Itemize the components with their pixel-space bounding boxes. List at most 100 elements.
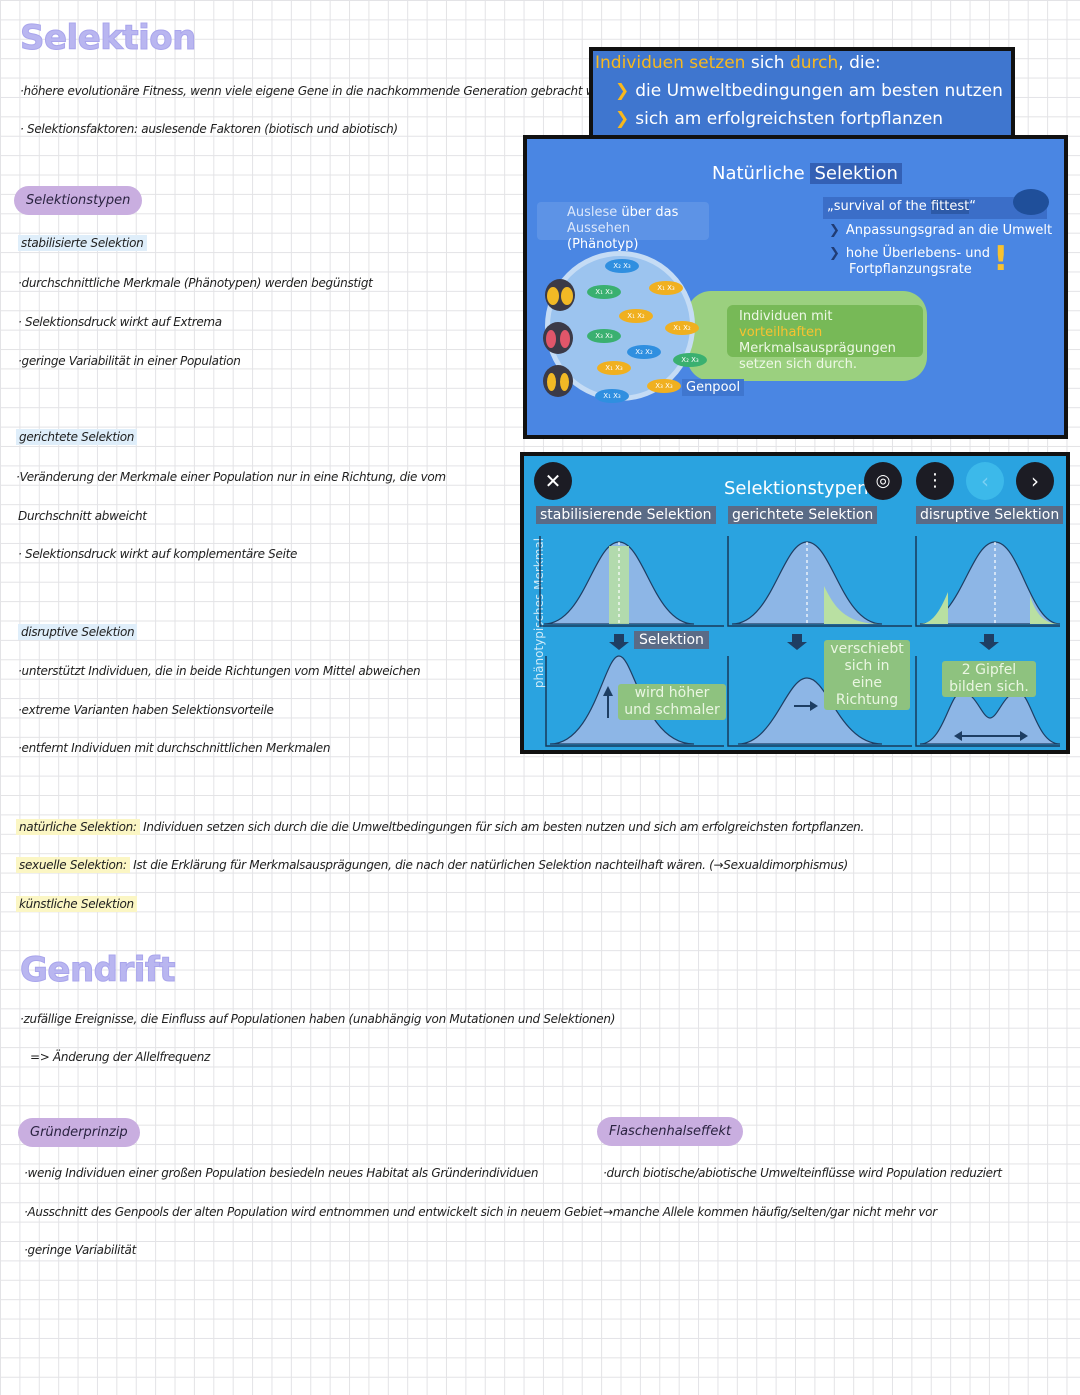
headline-bullet-2: ❯sich am erfolgreichsten fortpflanzen — [615, 109, 943, 129]
selection-types-title: Selektionstypen — [724, 478, 869, 499]
heading-stabil: stabilisierte Selektion — [18, 235, 147, 251]
note-stabil-1: ·durchschnittliche Merkmale (Phänotypen)… — [18, 276, 373, 290]
pill-gruender: Gründerprinzip — [18, 1118, 140, 1147]
allele-chip: X₃ X₃ — [587, 329, 621, 343]
note-flaschen-1: ·durch biotische/abiotische Umwelteinflü… — [603, 1166, 1002, 1180]
chevron-right-icon: ❯ — [829, 246, 840, 261]
note-gruender-2: ·Ausschnitt des Genpools der alten Popul… — [24, 1205, 603, 1219]
allele-chip: X₁ X₃ — [649, 281, 683, 295]
allele-chip: X₁ X₂ — [619, 309, 653, 323]
headline-part4: , die: — [838, 53, 881, 73]
sub-anpassung: ❯Anpassungsgrad an die Umwelt — [829, 223, 1052, 238]
bullet-2-text: sich am erfolgreichsten fortpflanzen — [635, 109, 944, 129]
headline-text: Individuen setzen sich durch, die: — [595, 53, 881, 73]
label-disruptiv: disruptive Selektion — [916, 506, 1064, 524]
note-stabil-3: ·geringe Variabilität in einer Populatio… — [18, 354, 241, 368]
selektion-title: Selektion — [20, 18, 197, 59]
note-disrupt-1: ·unterstützt Individuen, die in beide Ri… — [18, 664, 421, 678]
chevron-right-icon: ❯ — [615, 109, 630, 129]
headline-part3: durch — [789, 53, 839, 73]
heading-gericht: gerichtete Selektion — [16, 429, 138, 445]
more-icon[interactable]: ⋮ — [916, 462, 954, 500]
verschiebt-3: Richtung — [835, 692, 899, 708]
headline-part1: Individuen setzen — [595, 53, 746, 73]
note-disrupt-2: ·extreme Varianten haben Selektionsvorte… — [18, 703, 274, 717]
green-3: Merkmalsausprägungen — [739, 341, 896, 356]
speech-bubble-icon — [1013, 189, 1049, 215]
auslese-box: Auslese über das Aussehen (Phänotyp) — [537, 202, 709, 252]
note-faktoren: · Selektionsfaktoren: auslesende Faktore… — [20, 122, 398, 136]
headline-bullet-1: ❯die Umweltbedingungen am besten nutzen — [615, 81, 1003, 101]
axis-bot-1 — [545, 656, 724, 747]
note-gericht-1: ·Veränderung der Merkmale einer Populati… — [16, 470, 446, 484]
note-flaschen-2: →manche Allele kommen häufig/selten/gar … — [603, 1205, 937, 1219]
selektion-label: Selektion — [634, 631, 709, 649]
headline-banner — [589, 47, 1015, 139]
note-gruender-1: ·wenig Individuen einer großen Populatio… — [24, 1166, 539, 1180]
heading-stabil-text: stabilisierte Selektion — [18, 235, 147, 251]
arrow-right-icon — [810, 701, 818, 711]
hoeher-2: und schmaler — [624, 702, 720, 718]
auslese-2: über das — [617, 205, 679, 220]
chevron-right-icon: ❯ — [615, 81, 630, 101]
axis-top-2 — [727, 536, 912, 627]
note-gruender-3: ·geringe Variabilität — [24, 1243, 137, 1257]
arrow-left-icon — [954, 731, 962, 741]
allele-chip: X₂ X₂ — [627, 345, 661, 359]
text-sexuell: Ist die Erklärung für Merkmalsausprägung… — [129, 858, 848, 872]
close-icon[interactable]: ✕ — [534, 462, 572, 500]
heading-disrupt-text: disruptive Selektion — [18, 624, 138, 640]
term-natuerlich: natürliche Selektion: — [16, 819, 140, 835]
curve-bot-3 — [919, 691, 1061, 745]
verschiebt-2: sich in eine — [844, 658, 890, 691]
natural-selection-title: Natürliche Selektion — [712, 163, 902, 184]
sub-2a-text: hohe Überlebens- und — [845, 246, 991, 261]
verschiebt-1: verschiebt — [830, 641, 904, 657]
allele-chip: X₁ X₃ — [595, 389, 629, 403]
allele-chip: X₃ X₃ — [647, 379, 681, 393]
arrow-right-icon — [1020, 731, 1028, 741]
chevron-right-icon: ❯ — [829, 223, 840, 238]
headline-part2: sich — [745, 53, 790, 73]
hoeher-1: wird höher — [634, 685, 710, 701]
auslese-4: (Phänotyp) — [567, 237, 639, 252]
allele-chip: X₁ X₃ — [597, 361, 631, 375]
axis-bot-2 — [727, 656, 912, 747]
next-icon[interactable]: › — [1016, 462, 1054, 500]
note-kuenstlich: künstliche Selektion — [16, 896, 137, 912]
term-kuenstlich: künstliche Selektion — [16, 896, 137, 912]
title-part1: Natürliche — [712, 163, 811, 184]
arrow-down-icon — [979, 634, 999, 650]
pill-selektionstypen: Selektionstypen — [14, 186, 143, 215]
axis-bot-3 — [915, 656, 1060, 747]
note-gericht-2: · Selektionsdruck wirkt auf komplementär… — [18, 547, 298, 561]
allele-chip: X₁ X₂ — [665, 321, 699, 335]
survival-2: fittest — [930, 199, 970, 214]
auslese-3: Aussehen — [567, 221, 631, 236]
gipfel-1: 2 Gipfel — [961, 662, 1017, 678]
note-stabil-2: · Selektionsdruck wirkt auf Extrema — [18, 315, 222, 329]
natural-selection-panel: Natürliche Selektion Auslese über das Au… — [523, 135, 1068, 439]
prev-icon[interactable]: ‹ — [966, 462, 1004, 500]
heading-disrupt: disruptive Selektion — [18, 624, 138, 640]
green-box: Individuen mit vorteilhaften Merkmalsaus… — [727, 305, 923, 372]
term-sexuell: sexuelle Selektion: — [16, 857, 130, 873]
arrow-down-icon — [609, 634, 629, 650]
fly-icon — [543, 322, 573, 354]
text-natuerlich: Individuen setzen sich durch die die Umw… — [139, 820, 864, 834]
selected-left-3 — [920, 592, 948, 624]
note-sexuell: sexuelle Selektion: Ist die Erklärung fü… — [16, 857, 848, 873]
label-gerichtet: gerichtete Selektion — [728, 506, 878, 524]
label-stabilisierend: stabilisierende Selektion — [536, 506, 716, 524]
auslese-1: Auslese — [567, 205, 618, 220]
survival-box: „survival of the fittest“ — [823, 197, 1047, 219]
heading-gericht-text: gerichtete Selektion — [16, 429, 138, 445]
note-fitness: ·höhere evolutionäre Fitness, wenn viele… — [20, 84, 629, 98]
title-part2: Selektion — [810, 163, 902, 184]
lens-icon[interactable]: ◎ — [864, 462, 902, 500]
note-natuerlich: natürliche Selektion: Individuen setzen … — [16, 819, 864, 835]
axis-top-3 — [915, 536, 1060, 627]
natural-selection-image: Individuen setzen sich durch, die: ❯die … — [523, 47, 1068, 439]
selected-right-3 — [1030, 596, 1060, 624]
